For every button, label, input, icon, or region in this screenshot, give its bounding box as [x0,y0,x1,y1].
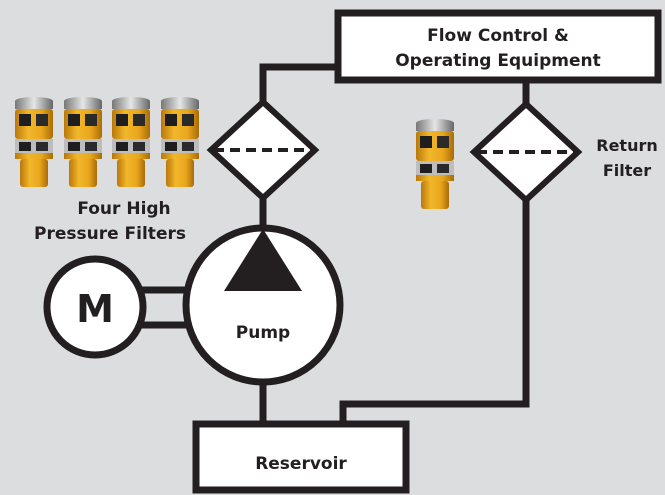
filter-to-flow-control-line [259,63,338,102]
motor-label: M [76,287,114,331]
flow-control-label-line1: Flow Control & [427,26,569,46]
pump-symbol [182,224,344,386]
return-filter-to-reservoir-line [339,200,530,424]
flow-control-box [334,9,662,84]
reservoir-label: Reservoir [255,454,347,474]
return-filter-photo [416,119,454,209]
high-pressure-filter-symbol [206,97,320,203]
return-filter-symbol [469,99,583,205]
high-pressure-filters-photo [15,97,199,187]
return-filter-label-line1: Return [596,136,658,155]
flow-control-label-line2: Operating Equipment [395,51,601,71]
four-high-label-line2: Pressure Filters [34,224,186,244]
return-filter-label-line2: Filter [603,161,651,180]
four-high-label-line1: Four High [77,199,170,219]
reservoir-box [192,420,410,494]
pump-label: Pump [236,323,290,343]
hydraulic-lines [138,63,530,424]
motor-symbol [43,255,147,359]
